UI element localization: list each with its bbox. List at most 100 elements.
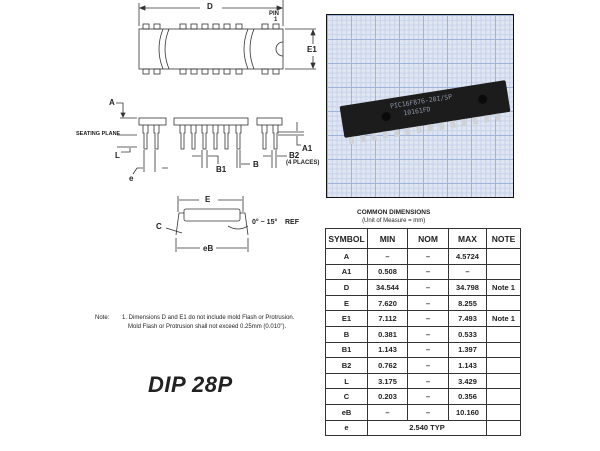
pin <box>212 68 220 75</box>
dim-eB-label: eB <box>203 244 214 253</box>
table-cell: 3.429 <box>448 372 487 390</box>
column-header: MAX <box>448 228 487 249</box>
table-cell: 4.5724 <box>448 248 487 265</box>
pin-number-label: 1 <box>274 17 278 23</box>
pin <box>223 23 231 30</box>
pin <box>223 68 231 75</box>
pin <box>223 125 230 150</box>
package-title: DIP 28P <box>148 372 233 397</box>
note-line-2: Mold Flash or Protrusion shall not excee… <box>128 324 287 330</box>
note-label: Note: <box>95 315 110 321</box>
table-cell: – <box>407 341 449 359</box>
table-heading: COMMON DIMENSIONS (Unit of Measure = mm) <box>357 209 430 225</box>
table-cell <box>486 248 521 265</box>
dim-A1-label: A1 <box>302 144 313 153</box>
pin <box>179 68 187 75</box>
dim-E-label: E <box>205 195 211 204</box>
pin <box>272 68 280 75</box>
column-header: MIN <box>367 228 408 249</box>
table-cell: – <box>407 403 449 421</box>
pin <box>272 23 280 30</box>
table-cell <box>486 341 521 359</box>
pin <box>261 125 268 150</box>
table-cell: B2 <box>325 357 368 374</box>
pin <box>261 68 269 75</box>
table-row: A––4.5724 <box>325 248 521 265</box>
table-cell: 34.798 <box>448 279 487 296</box>
note-line-1: 1. Dimensions D and E1 do not include mo… <box>122 315 295 321</box>
table-cell: – <box>407 372 449 390</box>
dim-A-label: A <box>109 98 115 107</box>
table-cell: 0.356 <box>448 388 487 405</box>
end-view <box>165 196 249 252</box>
pin <box>235 125 242 150</box>
table-cell: 1.397 <box>448 341 487 359</box>
pin <box>153 125 160 150</box>
table-cell: Note 1 <box>486 310 521 327</box>
dim-E1-label: E1 <box>307 45 317 54</box>
column-header: SYMBOL <box>325 228 368 249</box>
pin <box>153 23 161 30</box>
dim-B1-label: B1 <box>216 165 227 174</box>
table-cell: 0.533 <box>448 325 487 343</box>
pin <box>190 125 197 150</box>
table-cell: 0.762 <box>367 357 408 374</box>
table-cell: – <box>407 325 449 343</box>
table-cell: A <box>325 248 368 265</box>
dip-chip: PIC16F876-20I/SP 10161FD <box>339 80 511 145</box>
table-cell: 7.493 <box>448 310 487 327</box>
table-cell: eB <box>325 403 368 421</box>
table-subtitle: (Unit of Measure = mm) <box>362 218 426 224</box>
table-cell: 7.112 <box>367 310 408 327</box>
table-cell: – <box>407 294 449 312</box>
table-cell: 34.544 <box>367 279 408 296</box>
chip-photo: PIC16F876-20I/SP 10161FD <box>326 14 514 198</box>
pin <box>142 23 150 30</box>
dim-e-label: e <box>129 174 134 183</box>
table-cell: D <box>325 279 368 296</box>
table-cell: 1.143 <box>448 357 487 374</box>
table-cell <box>486 388 521 405</box>
table-row: eB––10.160 <box>325 403 521 421</box>
side-view <box>116 102 304 175</box>
table-cell: – <box>407 263 449 281</box>
table-cell <box>486 357 521 374</box>
pin <box>142 125 149 150</box>
pin <box>179 23 187 30</box>
table-cell: 7.620 <box>367 294 408 312</box>
table-cell: 8.255 <box>448 294 487 312</box>
top-view <box>138 0 316 75</box>
table-cell: – <box>407 310 449 327</box>
pin <box>261 23 269 30</box>
table-cell: – <box>407 279 449 296</box>
table-cell: B <box>325 325 368 343</box>
pin <box>235 68 243 75</box>
pin <box>201 23 209 30</box>
table-cell: e <box>325 419 368 437</box>
pin <box>190 68 198 75</box>
pin <box>201 125 208 150</box>
table-cell: B1 <box>325 341 368 359</box>
pin <box>142 68 150 75</box>
table-cell <box>486 294 521 312</box>
pin <box>212 125 219 150</box>
pin <box>272 125 279 150</box>
table-cell <box>486 419 521 437</box>
chip-notch <box>381 111 392 122</box>
table-cell: – <box>407 388 449 405</box>
table-cell: 2.540 TYP <box>367 419 487 437</box>
pin <box>235 23 243 30</box>
table-cell <box>486 263 521 281</box>
table-cell: – <box>448 263 487 281</box>
table-cell: 10.160 <box>448 403 487 421</box>
dim-D-label: D <box>207 2 213 11</box>
table-cell: 1.143 <box>367 341 408 359</box>
